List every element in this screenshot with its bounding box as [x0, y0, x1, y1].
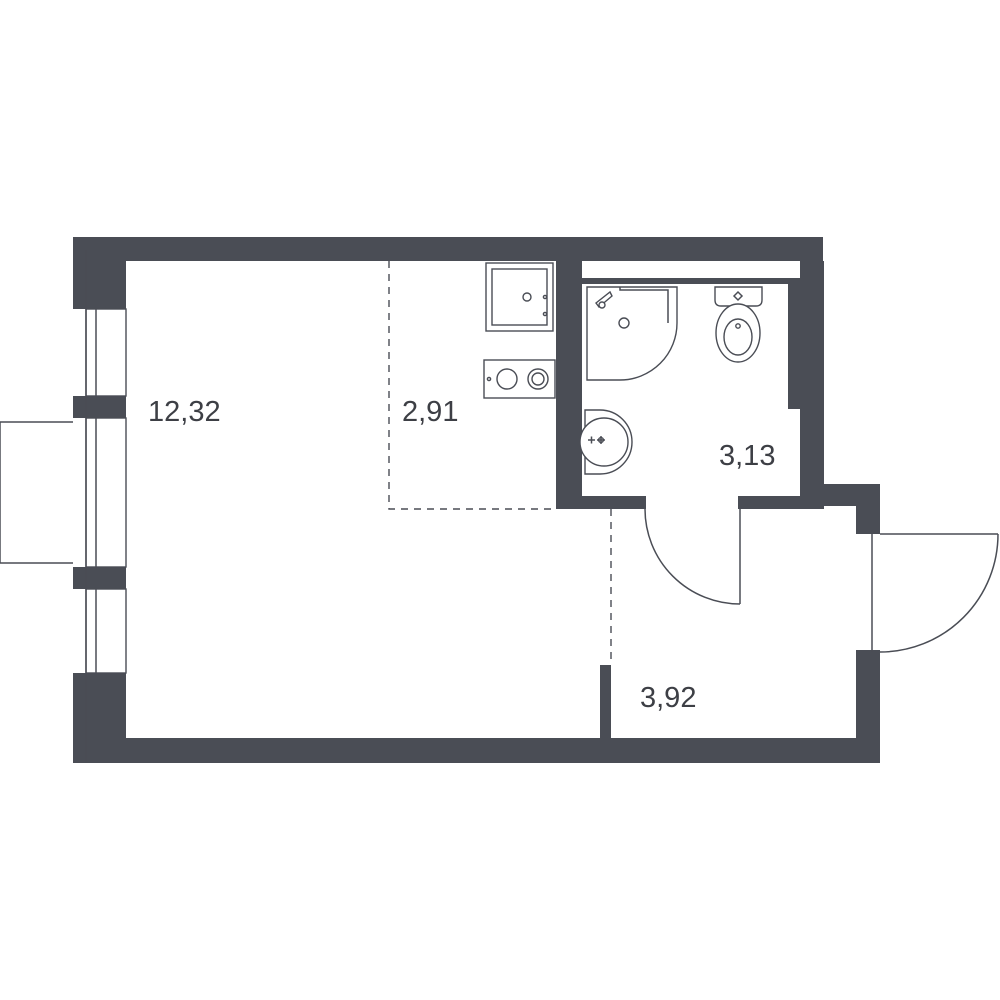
wall-left-top [73, 237, 126, 309]
cooktop-icon [483, 359, 556, 399]
wall-bath-left [556, 261, 582, 509]
window-3 [85, 588, 127, 674]
window-1 [85, 308, 127, 397]
kitchen-zone-outline [388, 261, 556, 510]
wall-bath-bottom-left [556, 496, 646, 509]
entrance-door [871, 533, 999, 653]
bathroom-area: 3,13 [719, 440, 775, 472]
wall-left-pier-1 [73, 396, 126, 418]
toilet-icon [714, 286, 763, 363]
wall-right-nib [788, 284, 800, 409]
wall-hall-stub [600, 665, 611, 740]
kitchen-area: 2,91 [402, 396, 458, 428]
bathroom-door [644, 508, 741, 605]
shower-icon [586, 286, 678, 381]
wall-entry-jamb-bottom [856, 650, 880, 763]
washbasin-icon [579, 409, 633, 475]
walls [73, 237, 880, 763]
kitchen-sink-icon [485, 262, 554, 332]
wall-bottom [73, 738, 880, 763]
wall-top [73, 237, 823, 261]
wall-bath-bottom-right [738, 496, 824, 509]
wall-right-upper [800, 261, 824, 506]
window-2 [85, 417, 127, 568]
wall-bath-ledge [568, 278, 800, 284]
wall-left-pier-2 [73, 567, 126, 589]
hallway-area: 3,92 [640, 682, 696, 714]
living-room-area: 12,32 [148, 396, 221, 428]
wall-entry-jamb-top [856, 506, 880, 534]
windows [85, 250, 127, 763]
balcony [0, 421, 73, 564]
zone-dividers [388, 261, 612, 665]
